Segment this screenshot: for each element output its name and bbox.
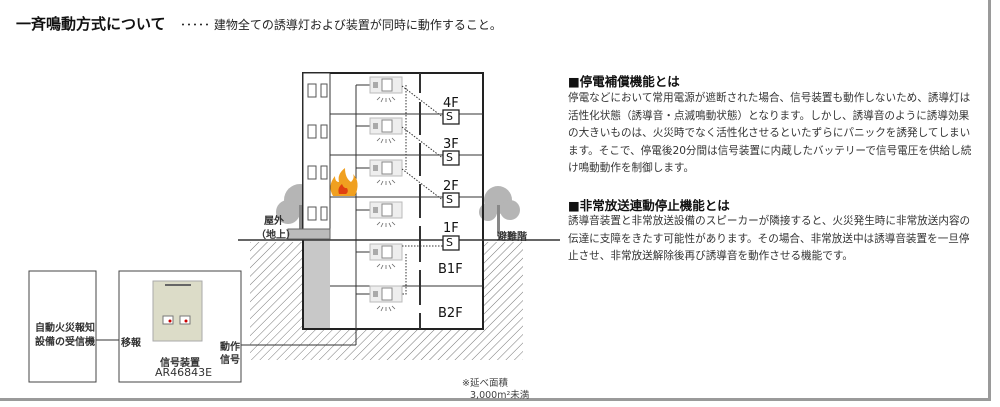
signal-device-icon xyxy=(152,280,203,342)
action-signal-label: 動作 xyxy=(220,342,240,353)
floor-label-4f: 4F xyxy=(443,96,459,111)
speaker-icons xyxy=(442,109,460,251)
speaker-label: S xyxy=(446,151,453,164)
section1-body: 停電などにおいて常用電源が遮断された場合、信号装置も動作しないため、誘導灯は活性… xyxy=(568,92,972,175)
floor-label-b2f: B2F xyxy=(438,306,463,321)
tree-icon xyxy=(479,186,520,235)
section2-heading: ■非常放送連動停止機能とは xyxy=(568,198,730,213)
evac-floor-label: 避難階 xyxy=(497,232,527,243)
device-model: AR46843E xyxy=(155,366,213,379)
fire-icon xyxy=(330,168,358,196)
outdoor-sublabel: （地上） xyxy=(256,230,296,241)
outdoor-label: 屋外 xyxy=(264,216,284,227)
floor-label-1f: 1F xyxy=(443,221,459,236)
shaft xyxy=(303,240,330,329)
frame-border xyxy=(0,0,991,401)
page-subtitle: ･････ 建物全ての誘導灯および装置が同時に動作すること。 xyxy=(180,18,502,32)
floor-label-b1f: B1F xyxy=(438,262,463,277)
section1-heading: ■停電補償機能とは xyxy=(568,74,680,89)
floor-label-2f: 2F xyxy=(443,179,459,194)
ground-block xyxy=(287,228,331,240)
device-name: 信号装置 xyxy=(160,358,200,369)
speaker-label: S xyxy=(446,236,453,249)
action-signal-label-2: 信号 xyxy=(220,355,240,366)
receiver-label-2: 設備の受信機 xyxy=(35,337,95,348)
speaker-label: S xyxy=(446,193,453,206)
receiver-box xyxy=(28,270,97,383)
page-title: 一斉鳴動方式について xyxy=(16,15,166,33)
note-line-1: ※延べ面積 xyxy=(462,378,508,389)
section2-body: 誘導音装置と非常放送設備のスピーカーが隣接すると、火災発生時に非常放送内容の伝達… xyxy=(568,215,971,263)
speaker-label: S xyxy=(446,110,453,123)
receiver-label: 自動火災報知 xyxy=(35,323,95,334)
transfer-label: 移報 xyxy=(121,338,141,349)
floor-label-3f: 3F xyxy=(443,137,459,152)
note-line-2: 3,000m²未満 xyxy=(470,390,530,401)
